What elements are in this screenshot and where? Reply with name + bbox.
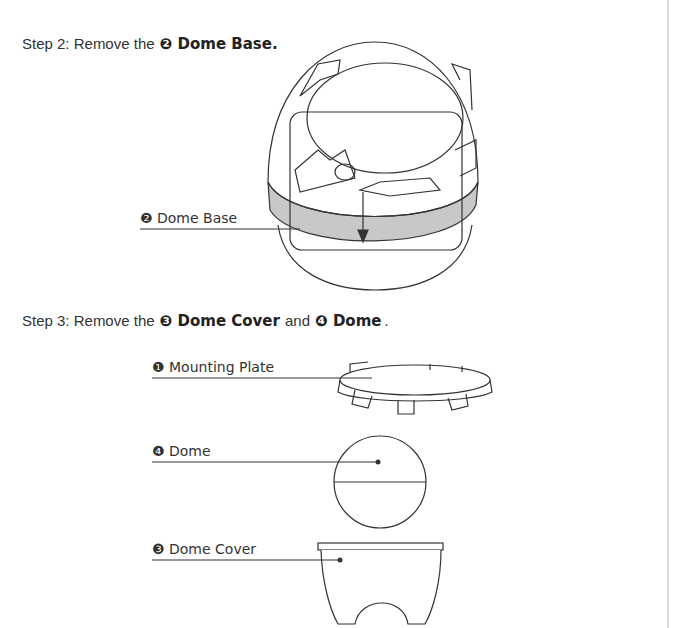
step-text: and: [285, 311, 310, 331]
callout-label: ❷ Dome Base: [140, 209, 237, 227]
part-name: ❷ Dome Base.: [160, 34, 278, 54]
callout-label: ❸ Dome Cover: [152, 540, 256, 558]
step-text: Step 2: Remove the: [22, 34, 155, 54]
callout-label: ❹ Dome: [152, 442, 211, 460]
step-text: Step 3: Remove the: [22, 311, 155, 331]
step-text: .: [384, 311, 388, 331]
step-heading: Step 3: Remove the❸ Dome Coverand❹ Dome.: [22, 311, 394, 331]
part-name: ❸ Dome Cover: [160, 311, 280, 331]
part-name: ❹ Dome: [315, 311, 381, 331]
callout-label: ❶ Mounting Plate: [152, 358, 274, 376]
step-heading: Step 2: Remove the❷ Dome Base.: [22, 34, 283, 54]
